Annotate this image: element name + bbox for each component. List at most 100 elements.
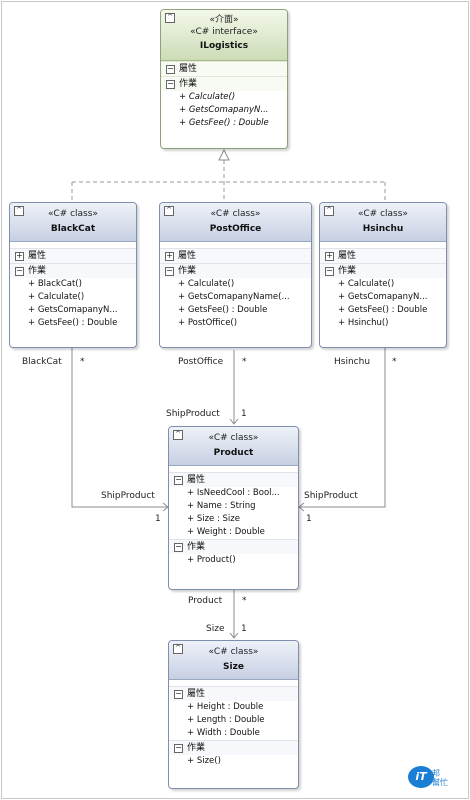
ops-section[interactable]: − 作業 (169, 539, 298, 554)
label-hsinchu-mult: * (392, 357, 397, 367)
ithome-logo-badge: iT 邦 幫忙 (408, 766, 456, 790)
member: + IsNeedCool : Bool... (187, 488, 280, 498)
ops-section[interactable]: − 作業 (169, 740, 298, 755)
collapse-icon[interactable]: ^ (324, 206, 334, 216)
ops-section[interactable]: − 作業 (320, 263, 446, 278)
collapse-icon[interactable]: ^ (165, 13, 175, 23)
assoc-hsinchu-product (299, 348, 386, 508)
label-size-role: Size (206, 624, 225, 634)
plus-icon[interactable]: + (325, 251, 334, 261)
attrs-label: 屬性 (338, 251, 357, 261)
class-stereotype: «C# class» (210, 209, 261, 219)
class-hsinchu[interactable]: ^ «C# class» Hsinchu + 屬性 − 作業 + Calcula… (319, 202, 447, 348)
label-product-mult: * (242, 596, 247, 606)
attrs-section[interactable]: + 屬性 (160, 248, 311, 263)
minus-icon[interactable]: − (174, 475, 183, 485)
class-header: ^ «C# class» Size (169, 641, 298, 680)
member: + Size : Size (187, 514, 240, 524)
member: + GetsFee() : Double (338, 305, 428, 315)
arrow-hsinchu-product (298, 502, 305, 512)
label-hsinchu-role: Hsinchu (334, 357, 371, 367)
member: + GetsFee() : Double (178, 305, 268, 315)
arrow-postoffice-product (229, 418, 239, 425)
ops-label: 作業 (178, 266, 197, 276)
logo-mark: iT (408, 766, 434, 788)
attrs-label: 屬性 (178, 251, 197, 261)
member: + Length : Double (187, 715, 265, 725)
interface-stereotype-2: «C# interface» (190, 27, 258, 37)
interface-stereotype-1: «介面» (209, 15, 239, 25)
attrs-label: 屬性 (187, 475, 206, 485)
collapse-icon[interactable]: ^ (164, 206, 174, 216)
label-shipproduct-right-role: ShipProduct (304, 491, 358, 501)
minus-icon[interactable]: − (166, 79, 175, 89)
member: + GetsComapanyN... (179, 105, 269, 115)
minus-icon[interactable]: − (174, 689, 183, 699)
member: + Size() (187, 756, 221, 766)
class-name: Hsinchu (362, 224, 404, 234)
class-blackcat[interactable]: ^ «C# class» BlackCat + 屬性 − 作業 + BlackC… (9, 202, 137, 348)
minus-icon[interactable]: − (165, 266, 174, 276)
collapse-icon[interactable]: ^ (173, 644, 183, 654)
plus-icon[interactable]: + (165, 251, 174, 261)
attrs-section[interactable]: − 屬性 (169, 686, 298, 701)
label-blackcat-mult: * (80, 357, 85, 367)
member: + Calculate() (338, 279, 395, 289)
member: + Product() (187, 555, 236, 565)
member: + GetsFee() : Double (179, 118, 269, 128)
logo-text-2: 幫忙 (432, 778, 448, 787)
attrs-label: 屬性 (187, 689, 206, 699)
realization-arrowhead (218, 148, 230, 161)
ops-label: 作業 (187, 542, 206, 552)
minus-icon[interactable]: − (174, 542, 183, 552)
plus-icon[interactable]: + (15, 251, 24, 261)
label-shipproduct-left-role: ShipProduct (101, 491, 155, 501)
label-product-role: Product (188, 596, 223, 606)
label-shipproduct-top-role: ShipProduct (166, 409, 220, 419)
class-stereotype: «C# class» (358, 209, 408, 219)
class-postoffice[interactable]: ^ «C# class» PostOffice + 屬性 − 作業 + Calc… (159, 202, 312, 348)
class-stereotype: «C# class» (208, 433, 259, 443)
interface-header: ^ «介面» «C# interface» ILogistics (161, 10, 287, 61)
interface-attrs-label: 屬性 (179, 64, 198, 74)
interface-attrs-section[interactable]: − 屬性 (161, 61, 287, 76)
minus-icon[interactable]: − (166, 64, 175, 74)
interface-ilogistics[interactable]: ^ «介面» «C# interface» ILogistics − 屬性 − … (160, 9, 288, 149)
minus-icon[interactable]: − (174, 743, 183, 753)
ops-section[interactable]: − 作業 (10, 263, 136, 278)
assoc-blackcat-product (71, 348, 168, 508)
ops-label: 作業 (187, 743, 206, 753)
class-product[interactable]: ^ «C# class» Product − 屬性 + IsNeedCool :… (168, 426, 299, 590)
minus-icon[interactable]: − (15, 266, 24, 276)
collapse-icon[interactable]: ^ (173, 430, 183, 440)
attrs-section[interactable]: + 屬性 (320, 248, 446, 263)
member: + Calculate() (178, 279, 235, 289)
ops-section[interactable]: − 作業 (160, 263, 311, 278)
label-shipproduct-right-mult: 1 (306, 514, 312, 524)
class-stereotype: «C# class» (208, 647, 259, 657)
minus-icon[interactable]: − (325, 266, 334, 276)
arrow-product-size (229, 632, 239, 639)
label-shipproduct-top-mult: 1 (241, 409, 247, 419)
member: + PostOffice() (178, 318, 238, 328)
interface-ops-section[interactable]: − 作業 (161, 76, 287, 91)
ops-label: 作業 (28, 266, 47, 276)
collapse-icon[interactable]: ^ (14, 206, 24, 216)
ops-label: 作業 (338, 266, 357, 276)
logo-text: 邦 幫忙 (432, 769, 448, 787)
member: + Width : Double (187, 728, 260, 738)
class-header: ^ «C# class» Hsinchu (320, 203, 446, 242)
label-blackcat-role: BlackCat (22, 357, 62, 367)
member: + Calculate() (28, 292, 85, 302)
attrs-section[interactable]: + 屬性 (10, 248, 136, 263)
member: + Calculate() (179, 92, 236, 102)
member: + GetsFee() : Double (28, 318, 118, 328)
label-postoffice-mult: * (242, 357, 247, 367)
label-shipproduct-left-mult: 1 (155, 514, 161, 524)
member: + BlackCat() (28, 279, 82, 289)
class-name: Product (213, 448, 254, 458)
attrs-section[interactable]: − 屬性 (169, 472, 298, 487)
class-size[interactable]: ^ «C# class» Size − 屬性 + Height : Double… (168, 640, 299, 789)
